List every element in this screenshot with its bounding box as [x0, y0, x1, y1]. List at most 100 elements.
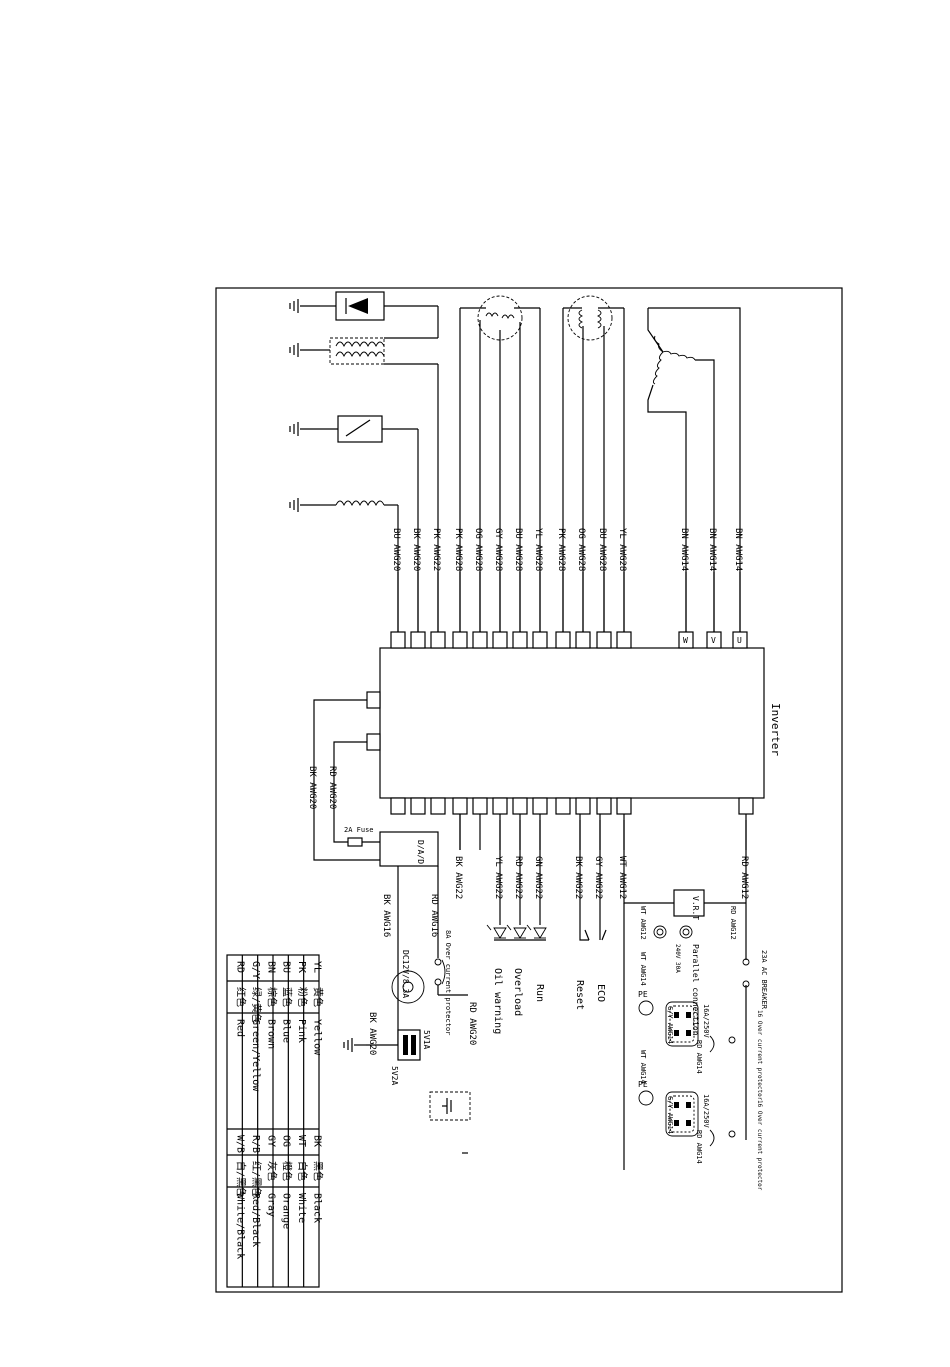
top-wire-label: PK AWG22 — [431, 528, 441, 571]
ac-wire-label: WT AWG14 — [639, 1050, 647, 1084]
bottom-wire-label: BK AWG22 — [573, 856, 583, 899]
color-cn: 棕色 — [265, 987, 278, 1007]
phase-terminal-label: W — [683, 636, 688, 645]
parallel-spec-label: 240V 30A — [674, 944, 681, 973]
switch-label: Reset — [574, 980, 585, 1010]
top-wire-label: GY AWG28 — [493, 528, 503, 571]
bottom-terminal — [616, 797, 632, 815]
dcdc-module: D/A/D 2A Fuse BK AWG16 RD AWG16 — [344, 826, 439, 1045]
stepper-motor-2 — [562, 295, 625, 632]
ac-protector-label: 16 Over current protector — [756, 1010, 763, 1101]
top-terminal — [390, 631, 406, 649]
rectifier-component — [320, 291, 439, 339]
usb-label: 5V2A — [390, 1066, 399, 1085]
color-en: Brown — [265, 1019, 276, 1049]
color-en: Orange — [281, 1193, 292, 1229]
ac-socket-1: 16A/250V G/Y AWG14 PE RD AWG14 16 Over c… — [638, 990, 763, 1101]
top-terminal — [512, 631, 528, 649]
top-wire-label: BN AWG14 — [679, 528, 689, 571]
top-wire-label: BK AWG20 — [411, 528, 421, 571]
ground-box-icon — [429, 1091, 471, 1154]
top-wire-label: PK AWG28 — [453, 528, 463, 571]
transformer-coil — [320, 337, 439, 632]
stepper-motor-1 — [459, 295, 541, 632]
indicator-label: Overload — [512, 968, 523, 1016]
top-wire-label: BU AWG20 — [391, 528, 401, 571]
dc-outlet: DC12V/8.3A BK AWG20 — [366, 950, 425, 1055]
top-wire-label: BN AWG14 — [733, 528, 743, 571]
bottom-terminal — [555, 797, 571, 815]
color-en: Red — [235, 1019, 246, 1037]
dc-wire-label: BK AWG20 — [367, 1012, 377, 1055]
led-icon — [533, 927, 547, 939]
ground-icon — [289, 299, 320, 313]
color-code: G/Y — [250, 961, 261, 979]
inverter-label: Inverter — [769, 703, 782, 756]
pe-label: PE — [638, 990, 648, 999]
left-wire-label: BK AWG20 — [307, 766, 317, 809]
ac-wire-label: RD AWG12 — [729, 906, 737, 940]
bottom-terminal — [410, 797, 426, 815]
usb-ports: 5V1A 5V2A — [390, 1029, 431, 1085]
ac-protector-label: 16 Over current protector — [756, 1100, 763, 1191]
color-cn: 白/黑色 — [235, 1161, 248, 1197]
top-terminal — [472, 631, 488, 649]
led-icon — [513, 927, 527, 939]
color-cn: 红/黑色 — [250, 1161, 263, 1197]
color-en: White — [296, 1193, 307, 1223]
color-en: Red/Black — [250, 1193, 261, 1247]
top-wire-label: BU AWG28 — [597, 528, 607, 571]
ignition-coil — [320, 500, 399, 632]
ground-icon — [289, 422, 320, 436]
bottom-terminal — [512, 797, 528, 815]
top-wire-label: OG AWG28 — [473, 528, 483, 571]
color-en: Gray — [265, 1193, 276, 1217]
color-code: WT — [296, 1135, 307, 1147]
fuse — [347, 837, 363, 847]
color-en: Black — [311, 1193, 322, 1223]
color-cn: 绿/黄色 — [250, 987, 263, 1023]
indicator-label: Run — [534, 984, 545, 1002]
color-en: Blue — [281, 1019, 292, 1043]
oil-switch — [320, 415, 419, 632]
top-terminal — [555, 631, 571, 649]
top-wire-label: YL AWG28 — [617, 528, 627, 571]
top-wire-label: BU AWG28 — [513, 528, 523, 571]
indicator-label: Oil warning — [492, 968, 503, 1034]
color-code: RD — [235, 961, 246, 973]
vrt-label: V.R.T — [691, 896, 700, 920]
bottom-wire-label: WT AWG12 — [617, 856, 627, 899]
socket-rating-label: 16A/250V — [702, 1004, 710, 1039]
bottom-terminal — [452, 797, 468, 815]
ac-output-section: V.R.T WT AWG12 RD AWG12 23A AC BREAKER 2… — [623, 820, 768, 1191]
bottom-terminal — [430, 797, 446, 815]
ground-icon — [289, 498, 320, 512]
diagram-border — [215, 287, 843, 1293]
color-cn: 灰色 — [265, 1161, 278, 1181]
ac-wire-label: WT AWG14 — [639, 952, 647, 986]
dc-wire-label: RD AWG20 — [467, 1002, 477, 1045]
phase-terminal-label: U — [737, 636, 742, 645]
top-terminal — [410, 631, 426, 649]
ac-wire-label: RD AWG14 — [695, 1130, 703, 1164]
dc-wire-label: BK AWG16 — [381, 894, 391, 937]
ac-wire-label: G/Y AWG14 — [666, 1096, 674, 1134]
top-wire-label: OG AWG28 — [576, 528, 586, 571]
color-cn: 红色 — [235, 987, 248, 1007]
color-en: Yellow — [311, 1019, 322, 1056]
ac-wire-label: RD AWG14 — [695, 1040, 703, 1074]
fuse-label: 2A Fuse — [344, 826, 374, 834]
bottom-terminal — [532, 797, 548, 815]
bottom-wire-label: GN AWG22 — [533, 856, 543, 899]
top-terminal — [492, 631, 508, 649]
color-code: R/B — [250, 1135, 261, 1153]
top-wire-label: YL AWG28 — [533, 528, 543, 571]
color-code: YL — [311, 961, 322, 973]
dc-protector-label: 8A Over current protector — [444, 930, 452, 1035]
color-code: GY — [265, 1135, 276, 1147]
led-icon — [493, 927, 507, 939]
led-indicators: Oil warning Overload Run Reset ECO — [486, 820, 607, 1034]
bottom-wire-label: RD AWG12 — [739, 856, 749, 899]
color-cn: 黄色 — [311, 987, 324, 1007]
